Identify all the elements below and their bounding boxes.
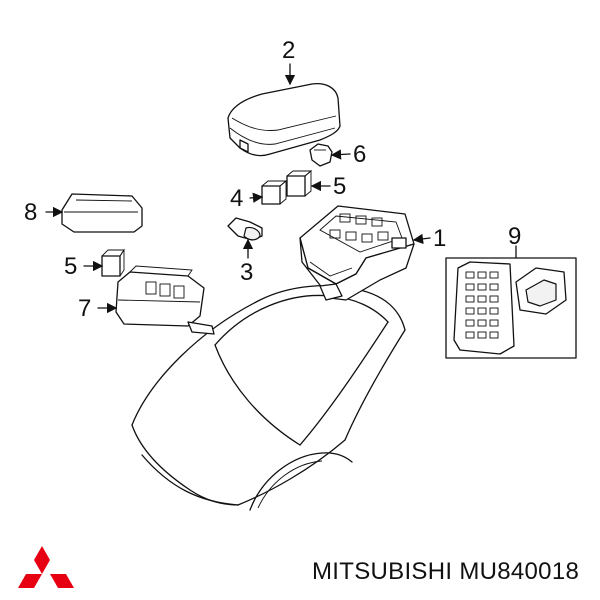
part-3-sensor	[227, 217, 263, 241]
callout-5-upper: 5	[333, 173, 346, 200]
mitsubishi-logo	[18, 546, 74, 588]
callout-4: 4	[230, 185, 243, 212]
part-5-relay-lower	[101, 248, 125, 277]
part-caption: MITSUBISHI MU840018	[312, 558, 579, 586]
callout-3: 3	[240, 259, 253, 286]
callout-7: 7	[78, 295, 91, 322]
part-6-relay	[309, 143, 333, 167]
part-number: MU840018	[459, 558, 580, 585]
part-5-relay-upper	[286, 170, 313, 197]
leader-lines	[45, 63, 517, 314]
part-7-junction-block	[115, 265, 215, 335]
callout-1: 1	[433, 225, 446, 252]
part-1-fuse-box	[299, 205, 415, 301]
callout-labels: 2 1 3 4 5 6 8 5 7 9	[24, 37, 521, 322]
part-2-cover	[227, 82, 341, 157]
callout-2: 2	[282, 37, 295, 64]
part-8-cover	[61, 193, 143, 233]
callout-8: 8	[24, 199, 37, 226]
part-9-inset	[445, 257, 577, 359]
callout-6: 6	[353, 141, 366, 168]
callout-9: 9	[508, 223, 521, 250]
brand-name: MITSUBISHI	[312, 558, 453, 585]
part-4-relay	[261, 180, 288, 205]
callout-5-lower: 5	[64, 253, 77, 280]
